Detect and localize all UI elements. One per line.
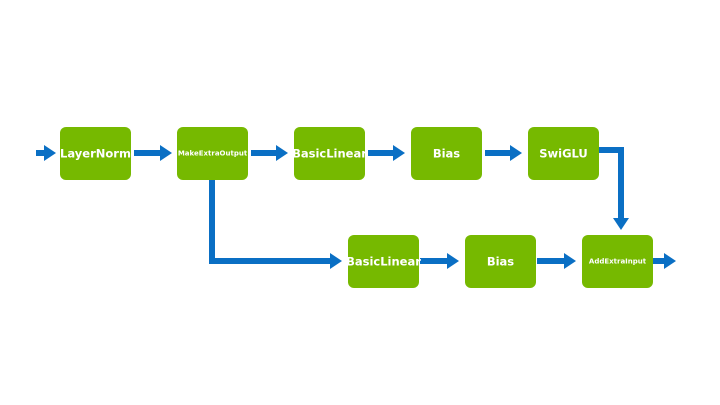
arrow-output-head	[664, 253, 676, 269]
arrow-head-1	[160, 145, 172, 161]
arrow-make-extra-output-branch	[209, 180, 330, 264]
arrows	[36, 145, 676, 269]
node-bias-top-label: Bias	[433, 147, 460, 161]
node-bias-bottom-label: Bias	[487, 255, 514, 269]
node-swiglu-label: SwiGLU	[539, 147, 588, 161]
node-make-extra-output-label: MakeExtraOutput	[178, 150, 248, 158]
arrow-head-2	[276, 145, 288, 161]
node-bias-bottom: Bias	[465, 235, 536, 288]
node-swiglu: SwiGLU	[528, 127, 599, 180]
arrow-head-7	[447, 253, 459, 269]
arrow-swiglu-to-add-extra-input	[598, 147, 624, 218]
node-layernorm-label: LayerNorm	[60, 147, 131, 161]
arrow-head-5	[613, 218, 629, 230]
node-basic-linear-top: BasicLinear	[292, 127, 367, 180]
arrow-input-head	[44, 145, 56, 161]
arrow-head-8	[564, 253, 576, 269]
node-bias-top: Bias	[411, 127, 482, 180]
arrow-head-4	[510, 145, 522, 161]
node-add-extra-input-label: AddExtraInput	[589, 258, 647, 266]
node-basic-linear-bottom-label: BasicLinear	[346, 255, 421, 269]
node-make-extra-output: MakeExtraOutput	[177, 127, 248, 180]
node-basic-linear-top-label: BasicLinear	[292, 147, 367, 161]
arrow-head-6	[330, 253, 342, 269]
arrow-head-3	[393, 145, 405, 161]
node-basic-linear-bottom: BasicLinear	[346, 235, 421, 288]
node-add-extra-input: AddExtraInput	[582, 235, 653, 288]
node-layernorm: LayerNorm	[60, 127, 131, 180]
